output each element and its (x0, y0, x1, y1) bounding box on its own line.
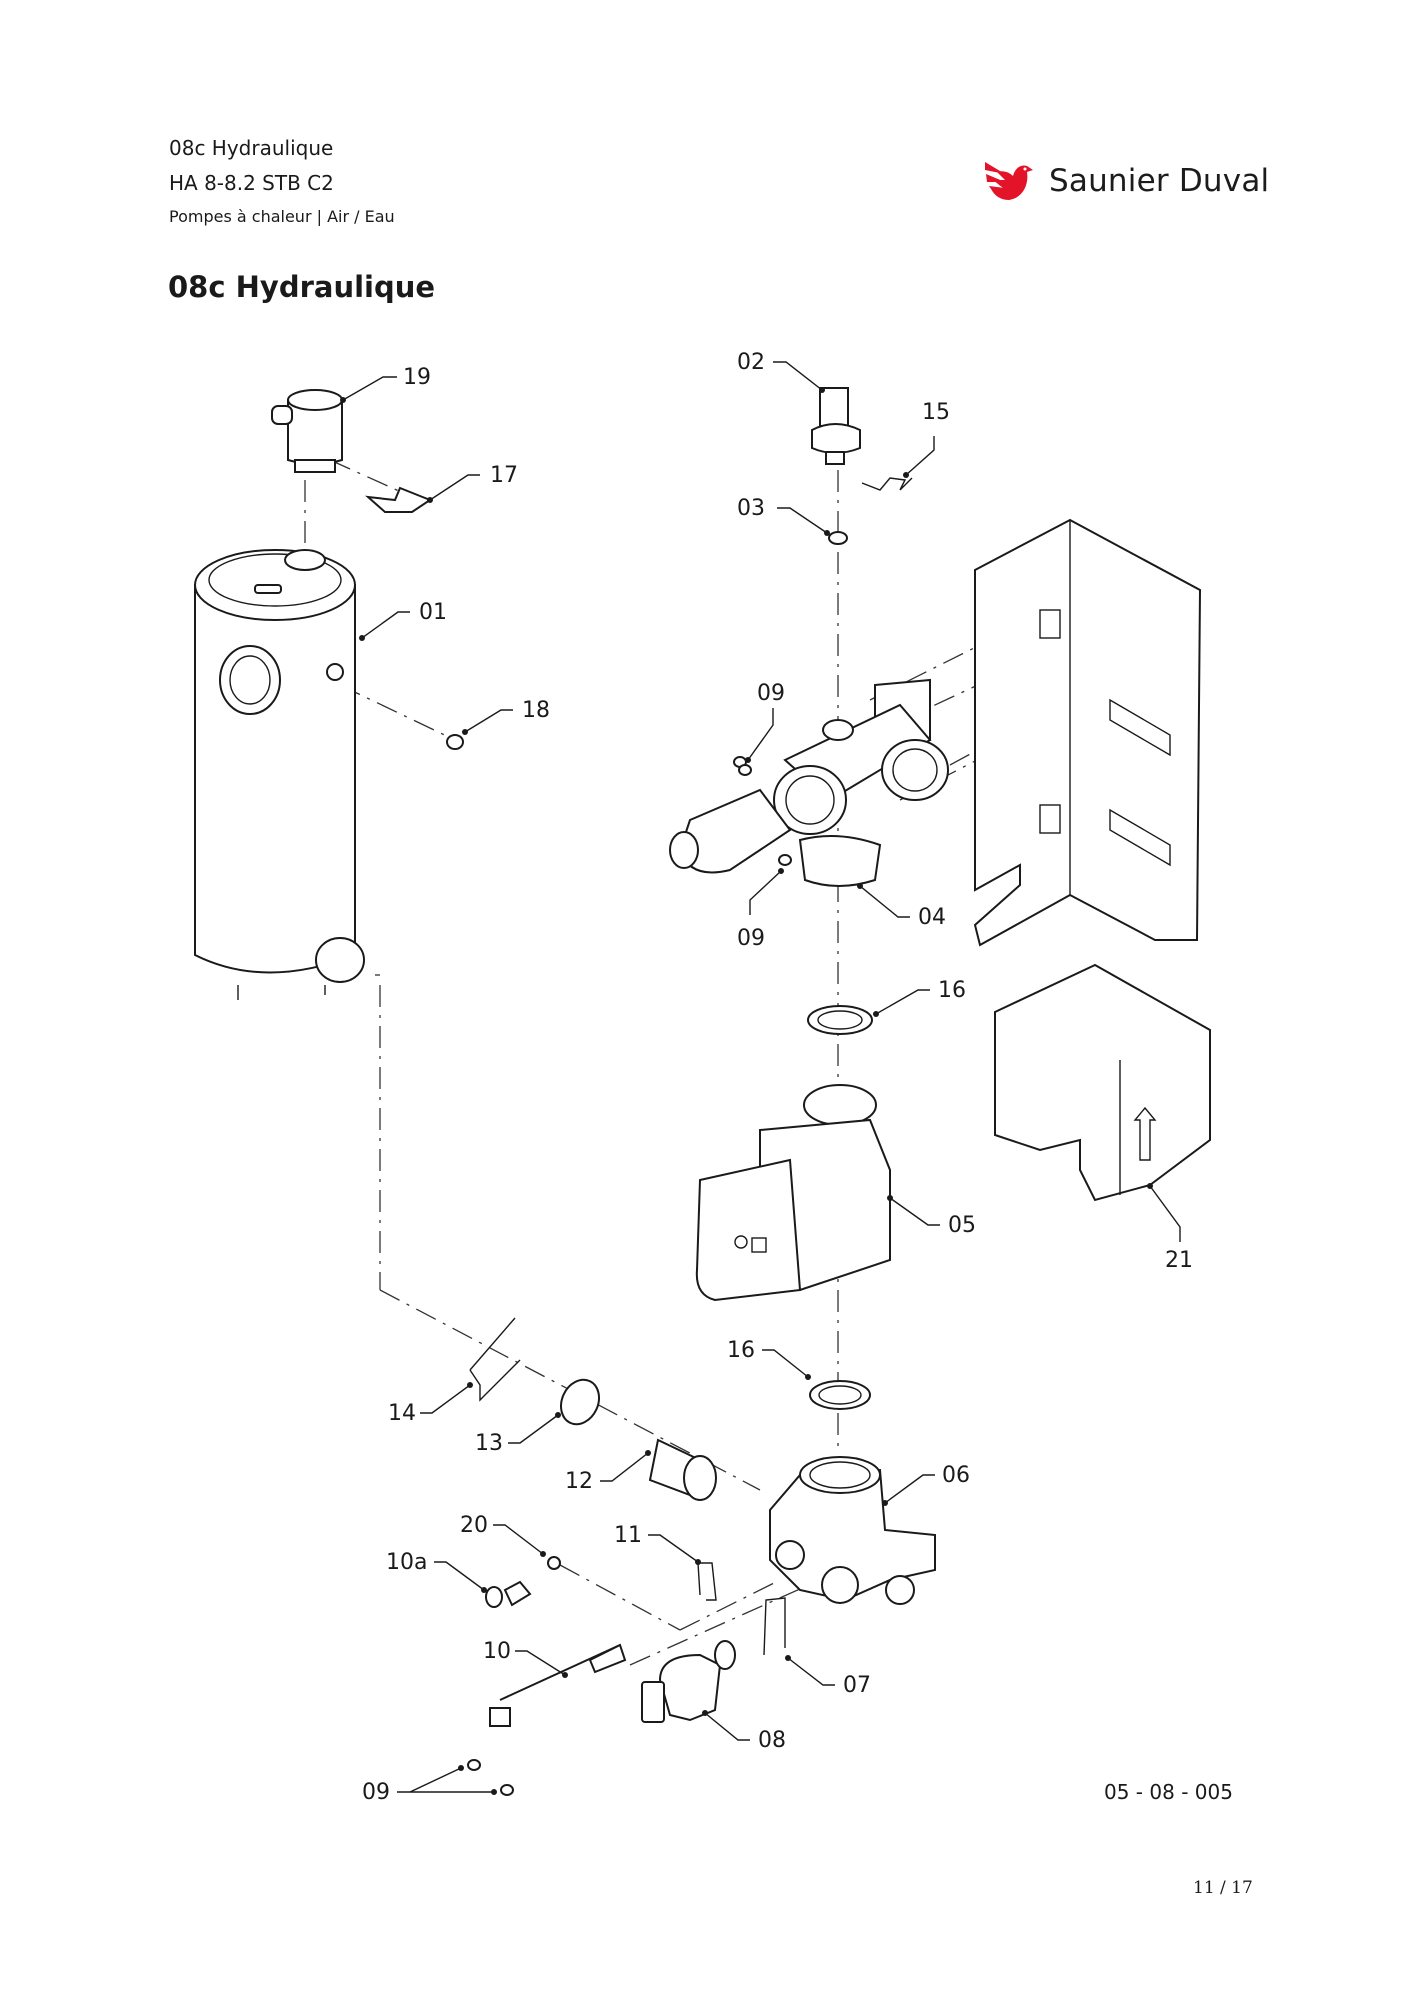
part-12-filter[interactable] (648, 1438, 717, 1501)
part-01-buffer-tank[interactable] (194, 549, 365, 1000)
part-10a-plug[interactable] (485, 1580, 532, 1608)
header-model: HA 8-8.2 STB C2 (169, 171, 334, 195)
part-21-pump-insulation[interactable] (994, 963, 1211, 1202)
callout-05: 05 (948, 1213, 976, 1238)
callout-01: 01 (419, 600, 447, 625)
callout-07: 07 (843, 1673, 871, 1698)
callout-labels: 19 17 01 18 02 15 03 09 09 04 16 05 21 1… (362, 350, 1193, 1805)
mounting-bracket[interactable] (973, 518, 1202, 947)
part-18-plug[interactable] (446, 734, 464, 750)
header-section-title: 08c Hydraulique (169, 136, 334, 160)
callout-12: 12 (565, 1469, 593, 1494)
header-category: Pompes à chaleur | Air / Eau (169, 207, 395, 226)
page-title: 08c Hydraulique (168, 270, 436, 304)
part-06-hydraulic-block[interactable] (769, 1456, 936, 1605)
callout-18: 18 (522, 698, 550, 723)
part-02-pressure-sensor[interactable] (811, 387, 861, 465)
callout-08: 08 (758, 1728, 786, 1753)
callout-10: 10 (483, 1639, 511, 1664)
callout-21: 21 (1165, 1248, 1193, 1273)
part-04-diverter-valve[interactable] (669, 678, 949, 887)
part-14-clip[interactable] (469, 1317, 521, 1402)
callout-06: 06 (942, 1463, 970, 1488)
part-05-circulator-pump[interactable] (695, 1084, 891, 1302)
callout-03: 03 (737, 496, 765, 521)
part-08-drain-valve[interactable] (641, 1640, 736, 1723)
brand-name: Saunier Duval (1049, 163, 1270, 199)
callout-10a: 10a (386, 1550, 427, 1575)
part-17-clip[interactable] (364, 486, 433, 513)
callout-leaders (340, 361, 1181, 1795)
red-bird-icon (985, 162, 1033, 200)
callout-09-bottom: 09 (362, 1780, 390, 1805)
part-03-o-ring[interactable] (828, 531, 848, 545)
callout-17: 17 (490, 463, 518, 488)
callout-15: 15 (922, 400, 950, 425)
callout-20: 20 (460, 1513, 488, 1538)
part-13-o-ring[interactable] (554, 1374, 606, 1431)
diagram-reference-number: 05 - 08 - 005 (1104, 1780, 1233, 1804)
callout-11: 11 (614, 1523, 642, 1548)
callout-09-upper: 09 (757, 681, 785, 706)
part-07-clip[interactable] (763, 1597, 786, 1656)
part-09-screws[interactable] (467, 764, 752, 1796)
callout-13: 13 (475, 1431, 503, 1456)
callout-16-lower: 16 (727, 1338, 755, 1363)
callout-09-lower: 09 (737, 926, 765, 951)
part-19-air-vent[interactable] (271, 389, 343, 473)
part-16-gasket-lower[interactable] (809, 1380, 871, 1410)
part-16-gasket-upper[interactable] (807, 1005, 873, 1035)
brand-logo: Saunier Duval (983, 158, 1269, 204)
part-15-clip[interactable] (861, 477, 913, 491)
page-number: 11 / 17 (1193, 1878, 1253, 1898)
callout-19: 19 (403, 365, 431, 390)
callout-04: 04 (918, 905, 946, 930)
callout-16-upper: 16 (938, 978, 966, 1003)
callout-02: 02 (737, 350, 765, 375)
part-11-clip[interactable] (697, 1562, 717, 1601)
callout-14: 14 (388, 1401, 416, 1426)
part-20-o-ring[interactable] (547, 1556, 561, 1570)
